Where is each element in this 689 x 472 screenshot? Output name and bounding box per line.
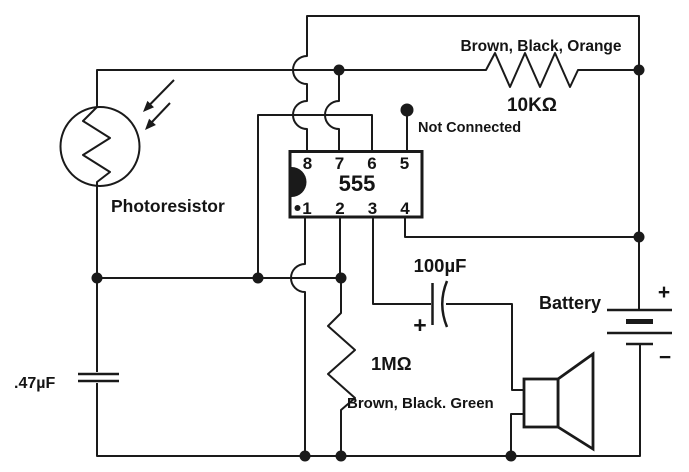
pin-3-label: 3 xyxy=(368,199,377,218)
capacitor-047uf-symbol xyxy=(78,372,119,383)
wire-pin1-ground xyxy=(290,217,306,456)
wire-vplus-rail xyxy=(292,15,640,310)
light-arrow-2 xyxy=(151,102,171,123)
pin-6-label: 6 xyxy=(367,154,376,173)
pin-2-label: 2 xyxy=(335,199,344,218)
junction-pin6-middle xyxy=(252,272,264,284)
ic-555-notch xyxy=(291,167,307,197)
pin-7-label: 7 xyxy=(335,154,344,173)
pin1-indicator-dot xyxy=(294,205,301,211)
battery-minus-label: − xyxy=(659,346,671,369)
battery-label: Battery xyxy=(539,293,601,313)
light-arrow-1 xyxy=(149,79,175,106)
battery-symbol xyxy=(607,308,672,346)
wire-pin3-to-cap xyxy=(372,217,431,305)
wire-10k-branch xyxy=(96,52,639,107)
junction-1m-ground xyxy=(335,450,347,462)
capacitor-100uf-symbol xyxy=(431,280,449,328)
photoresistor-symbol xyxy=(59,79,175,187)
pin-4-label: 4 xyxy=(400,199,410,218)
photoresistor-body xyxy=(59,106,141,187)
junction-10k-rail xyxy=(633,64,645,76)
capacitor-100uf-label: 100µF xyxy=(414,255,467,276)
capacitor-100uf-plus-label: + xyxy=(413,312,426,338)
ic-555: 555 8 7 6 5 1 2 3 4 xyxy=(288,150,424,219)
light-arrows xyxy=(143,79,175,130)
wire-pin4-to-rail xyxy=(404,217,639,238)
photoresistor-label: Photoresistor xyxy=(111,196,225,216)
junction-dots xyxy=(91,64,645,462)
light-arrow-1-head xyxy=(143,100,154,112)
speaker-driver xyxy=(522,377,560,429)
junction-pin4-rail xyxy=(633,231,645,243)
junction-pin7-top xyxy=(333,64,345,76)
ic-555-body xyxy=(288,150,424,219)
resistor-1m-value-label: 1MΩ xyxy=(371,353,412,374)
junction-pin1-ground xyxy=(299,450,311,462)
speaker-symbol xyxy=(522,351,595,452)
not-connected-label: Not Connected xyxy=(418,120,521,136)
ic-555-label: 555 xyxy=(339,171,376,196)
junction-speaker-ground xyxy=(505,450,517,462)
battery-plus-label: + xyxy=(658,281,670,304)
photoresistor-zigzag xyxy=(82,106,111,186)
wire-pin7-riser xyxy=(324,70,340,151)
pin-8-label: 8 xyxy=(303,154,312,173)
cap-100uf-plate-curved xyxy=(441,280,449,328)
wire-pin6-branch xyxy=(257,114,373,278)
junction-pin2-middle xyxy=(335,272,347,284)
speaker-cone xyxy=(556,351,595,452)
wire-speaker-to-ground xyxy=(510,413,524,456)
wire-ground-rail xyxy=(96,344,641,457)
wire-1m-branch xyxy=(327,217,356,456)
capacitor-047uf-label: .47µF xyxy=(14,375,55,392)
junction-left-middle xyxy=(91,272,103,284)
light-arrow-2-head xyxy=(145,118,156,130)
wire-cap-to-speaker xyxy=(446,303,524,391)
pin-1-label: 1 xyxy=(302,199,311,218)
pin-5-label: 5 xyxy=(400,154,409,173)
resistor-1m-color-code-label: Brown, Black. Green xyxy=(347,395,494,412)
resistor-10k-color-code-label: Brown, Black, Orange xyxy=(460,38,621,55)
resistor-10k-value-label: 10KΩ xyxy=(507,95,557,116)
not-connected-terminal xyxy=(400,103,414,117)
